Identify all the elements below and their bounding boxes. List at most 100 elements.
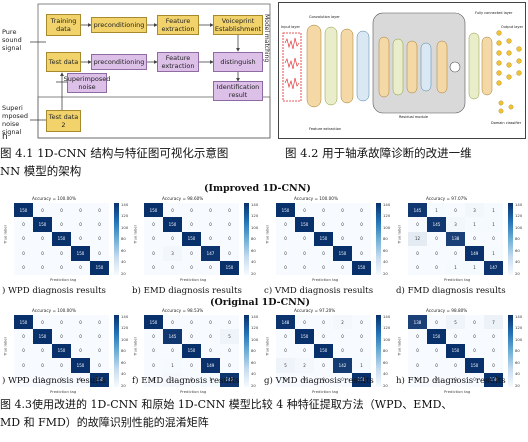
matrix-cell: 0	[33, 231, 52, 247]
matrix-cell: 0	[427, 343, 446, 359]
colorbar-tick: 60	[121, 359, 126, 365]
colorbar-tick: 100	[515, 224, 523, 230]
matrix-cell: 0	[276, 260, 295, 275]
colorbar-tick: 140	[251, 314, 259, 319]
matrix-cell: 0	[352, 246, 371, 261]
matrix-cell: 3	[446, 217, 465, 232]
matrix-cell: 150	[352, 372, 371, 387]
matrix-cell: 150	[33, 329, 52, 344]
matrix-cell: 147	[220, 372, 239, 387]
superimposed-noise-box: Superimposed noise	[63, 73, 111, 93]
colorbar-tick: 100	[515, 336, 523, 342]
matrix-cell: 0	[33, 343, 52, 359]
matrix-cell: 0	[90, 343, 109, 359]
matrix-cell: 0	[14, 358, 33, 373]
matrix-cell: 0	[276, 343, 295, 359]
matrix-cell: 138	[446, 231, 465, 247]
matrix-cell: 147	[201, 246, 220, 261]
convolution-layer-label: Convolution layer	[309, 15, 340, 19]
matrix-cell: 0	[33, 246, 52, 261]
matrix-cell: 2	[295, 358, 314, 373]
colorbar	[376, 203, 381, 275]
matrix-cell: 1	[163, 358, 182, 373]
matrix-caption: g) VMD diagnosis results	[264, 376, 374, 386]
matrix-cell: 0	[427, 358, 446, 373]
cnn-architecture-diagram: Input layer Convolution layer Fully conn…	[278, 2, 526, 139]
matrix-cell: 0	[163, 203, 182, 218]
matrix-cell: 1	[446, 260, 465, 275]
caption-fig-4-2-line2: NN 模型的架构	[0, 164, 82, 178]
preconditioning-box-1: preconditioning	[91, 17, 147, 33]
colorbar-tick: 120	[515, 325, 523, 331]
colorbar-tick: 80	[383, 348, 388, 354]
matrix-cell: 150	[220, 260, 239, 275]
matrix-cell: 150	[295, 329, 314, 344]
matrix-title: Accuracy = 100.00%	[294, 196, 338, 201]
matrix-cell: 0	[52, 217, 71, 232]
colorbar-tick: 120	[383, 325, 391, 331]
colorbar-tick: 80	[515, 236, 520, 242]
colorbar	[244, 315, 249, 387]
matrix-cell: 148	[276, 315, 295, 330]
x-axis-label: Prediction tag	[50, 277, 77, 282]
matrix-cell: 0	[201, 217, 220, 232]
matrix-cell: 0	[52, 246, 71, 261]
matrix-cell: 0	[314, 260, 333, 275]
matrix-title: Accuracy = 98.53%	[162, 308, 204, 313]
matrix-cell: 0	[90, 246, 109, 261]
residual-module-label: Residual module	[399, 115, 429, 119]
matrix-cell: 0	[333, 231, 352, 247]
matrix-cell: 150	[276, 203, 295, 218]
matrix-cell: 0	[314, 246, 333, 261]
matrix-cell: 0	[408, 246, 427, 261]
matrix-cell: 0	[144, 231, 163, 247]
colorbar-tick: 60	[515, 247, 520, 253]
matrix-cell: 0	[220, 315, 239, 330]
input-layer-label: Input layer	[281, 25, 300, 29]
matrix-caption: b) EMD diagnosis results	[132, 286, 242, 296]
matrix-cell: 0	[484, 329, 503, 344]
matrix-cell: 0	[352, 203, 371, 218]
colorbar-tick: 80	[383, 236, 388, 242]
matrix-cell: 0	[295, 343, 314, 359]
matrix-cell: 0	[295, 246, 314, 261]
matrix-cell: 0	[484, 358, 503, 373]
matrix-cell: 0	[220, 343, 239, 359]
matrix-cell: 0	[201, 329, 220, 344]
matrix-cell: 150	[71, 246, 90, 261]
matrix-cell: 150	[446, 343, 465, 359]
matrix-cell: 0	[33, 358, 52, 373]
colorbar-tick: 80	[251, 348, 256, 354]
matrix-cell: 0	[71, 203, 90, 218]
matrix-cell: 150	[314, 343, 333, 359]
matrix-cell: 150	[484, 372, 503, 387]
y-axis-label: True label	[132, 337, 138, 356]
feature-extraction-label: Feature extraction	[309, 127, 342, 131]
matrix-cell: 0	[276, 231, 295, 247]
matrix-cell: 0	[182, 246, 201, 261]
matrix-cell: 5	[276, 358, 295, 373]
matrix-cell: 0	[14, 246, 33, 261]
matrix-cell: 0	[71, 231, 90, 247]
matrix-cell: 0	[295, 315, 314, 330]
matrix-cell: 0	[220, 203, 239, 218]
matrix-cell: 0	[201, 231, 220, 247]
colorbar-tick: 60	[251, 247, 256, 253]
matrix-cell: 0	[276, 246, 295, 261]
matrix-cell: 0	[71, 329, 90, 344]
matrix-title: Accuracy = 97.20%	[294, 308, 336, 313]
matrix-cell: 0	[484, 343, 503, 359]
colorbar-tick: 40	[251, 371, 256, 377]
training-data-box: Training data	[46, 14, 81, 36]
colorbar-tick: 20	[383, 270, 388, 276]
section-improved: (Improved 1D-CNN)	[204, 183, 311, 194]
matrix-cell: 0	[427, 315, 446, 330]
matrix-cell: 150	[352, 260, 371, 275]
colorbar-tick: 140	[515, 314, 523, 319]
colorbar-tick: 20	[251, 382, 256, 388]
